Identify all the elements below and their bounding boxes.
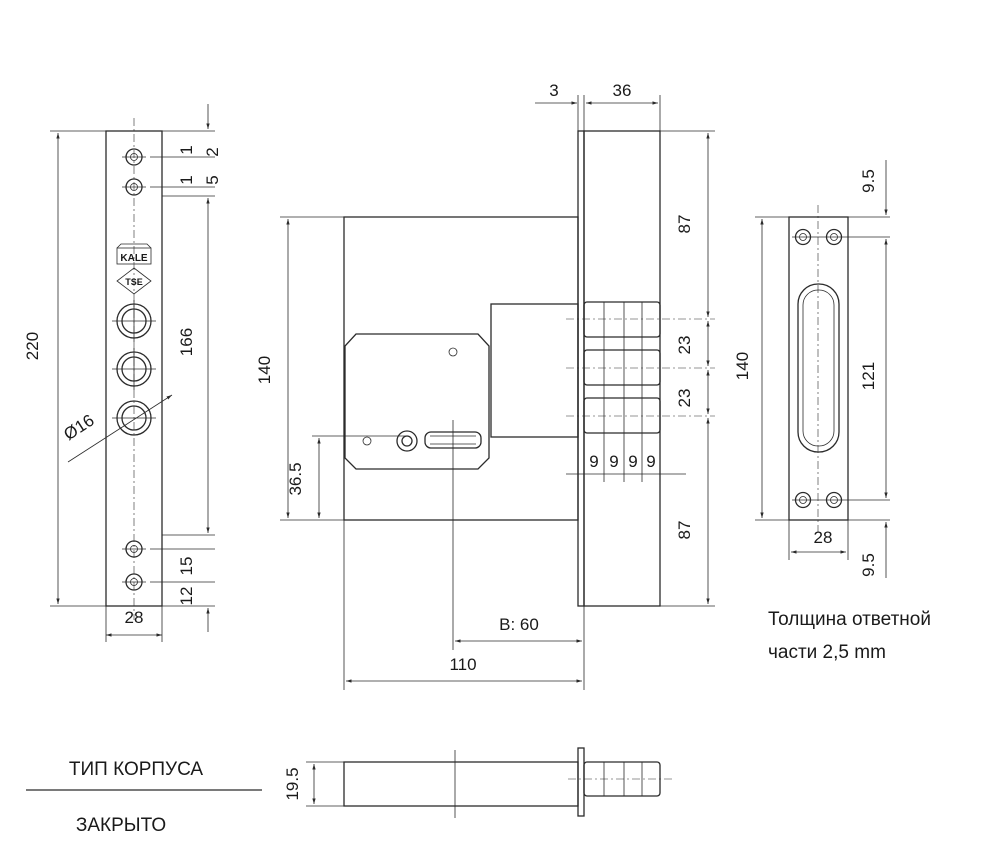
top-dim-2: 2 [203,147,222,156]
case-type-label: ТИП КОРПУСА [69,759,204,780]
bolt-spacing-2-label: 23 [675,389,694,408]
strike-note-line-1: Толщина ответной [768,609,931,630]
case-side-body [343,761,579,807]
strike-screw-holes [792,228,890,509]
strike-bottom-offset-label: 9.5 [859,553,878,577]
bottom-dim-2: 12 [177,587,196,606]
faceplate-inner-height-label: 166 [177,328,196,356]
faceplate-bolt-holes [112,300,156,436]
case-thickness-label: 19.5 [283,767,302,800]
bolt-housing [583,130,661,607]
top-dim-3: 1 [177,175,196,184]
upper-distance-label: 87 [675,215,694,234]
bolt-thickness-label: 36 [613,81,632,100]
bolt-depth-3: 9 [628,452,637,471]
kale-logo: KALE TSE [116,243,152,295]
faceplate-width-label: 28 [125,608,144,627]
svg-text:KALE: KALE [120,253,148,264]
faceplate-height-label: 220 [23,332,42,360]
spindle-height-label: 36.5 [286,462,305,495]
strike-slot [797,283,840,453]
case-type-value: ЗАКРЫТО [76,815,166,836]
case-height-label: 140 [255,356,274,384]
strike-slot-length-label: 121 [859,362,878,390]
hole-diameter-label: Ø16 [60,411,97,444]
faceplate-view: KALE TSE Ø16 220 166 1 2 [23,104,222,642]
bolt-depth-2: 9 [609,452,618,471]
lower-distance-label: 87 [675,521,694,540]
strike-plate-outline [788,216,849,521]
case-width-label: 110 [449,655,476,674]
lock-faceplate-edge [577,130,585,607]
bolts [566,301,715,434]
strike-width-label: 28 [814,528,833,547]
backset-label: B: 60 [499,615,539,634]
svg-text:TSE: TSE [125,277,143,287]
bottom-dim-1: 15 [177,557,196,576]
top-dim-4: 5 [203,175,222,184]
strike-height-label: 140 [733,352,752,380]
strike-top-offset-label: 9.5 [859,169,878,193]
lock-case [343,216,579,521]
faceplate-screw-holes [122,148,146,591]
case-type-view: ТИП КОРПУСА ЗАКРЫТО 19.5 [26,747,672,836]
plate-thickness-label: 3 [549,81,558,100]
bolt-depth-4: 9 [646,452,655,471]
bolt-depth-1: 9 [589,452,598,471]
strike-note-line-2: части 2,5 mm [768,642,886,663]
top-dim-1: 1 [177,145,196,154]
lock-body-view: 3 36 87 23 23 87 9 9 9 9 140 36.5 [255,81,715,690]
bolt-spacing-1-label: 23 [675,336,694,355]
strike-plate-view: 9.5 121 9.5 140 28 [733,160,890,578]
cylinder-plate [344,333,490,470]
